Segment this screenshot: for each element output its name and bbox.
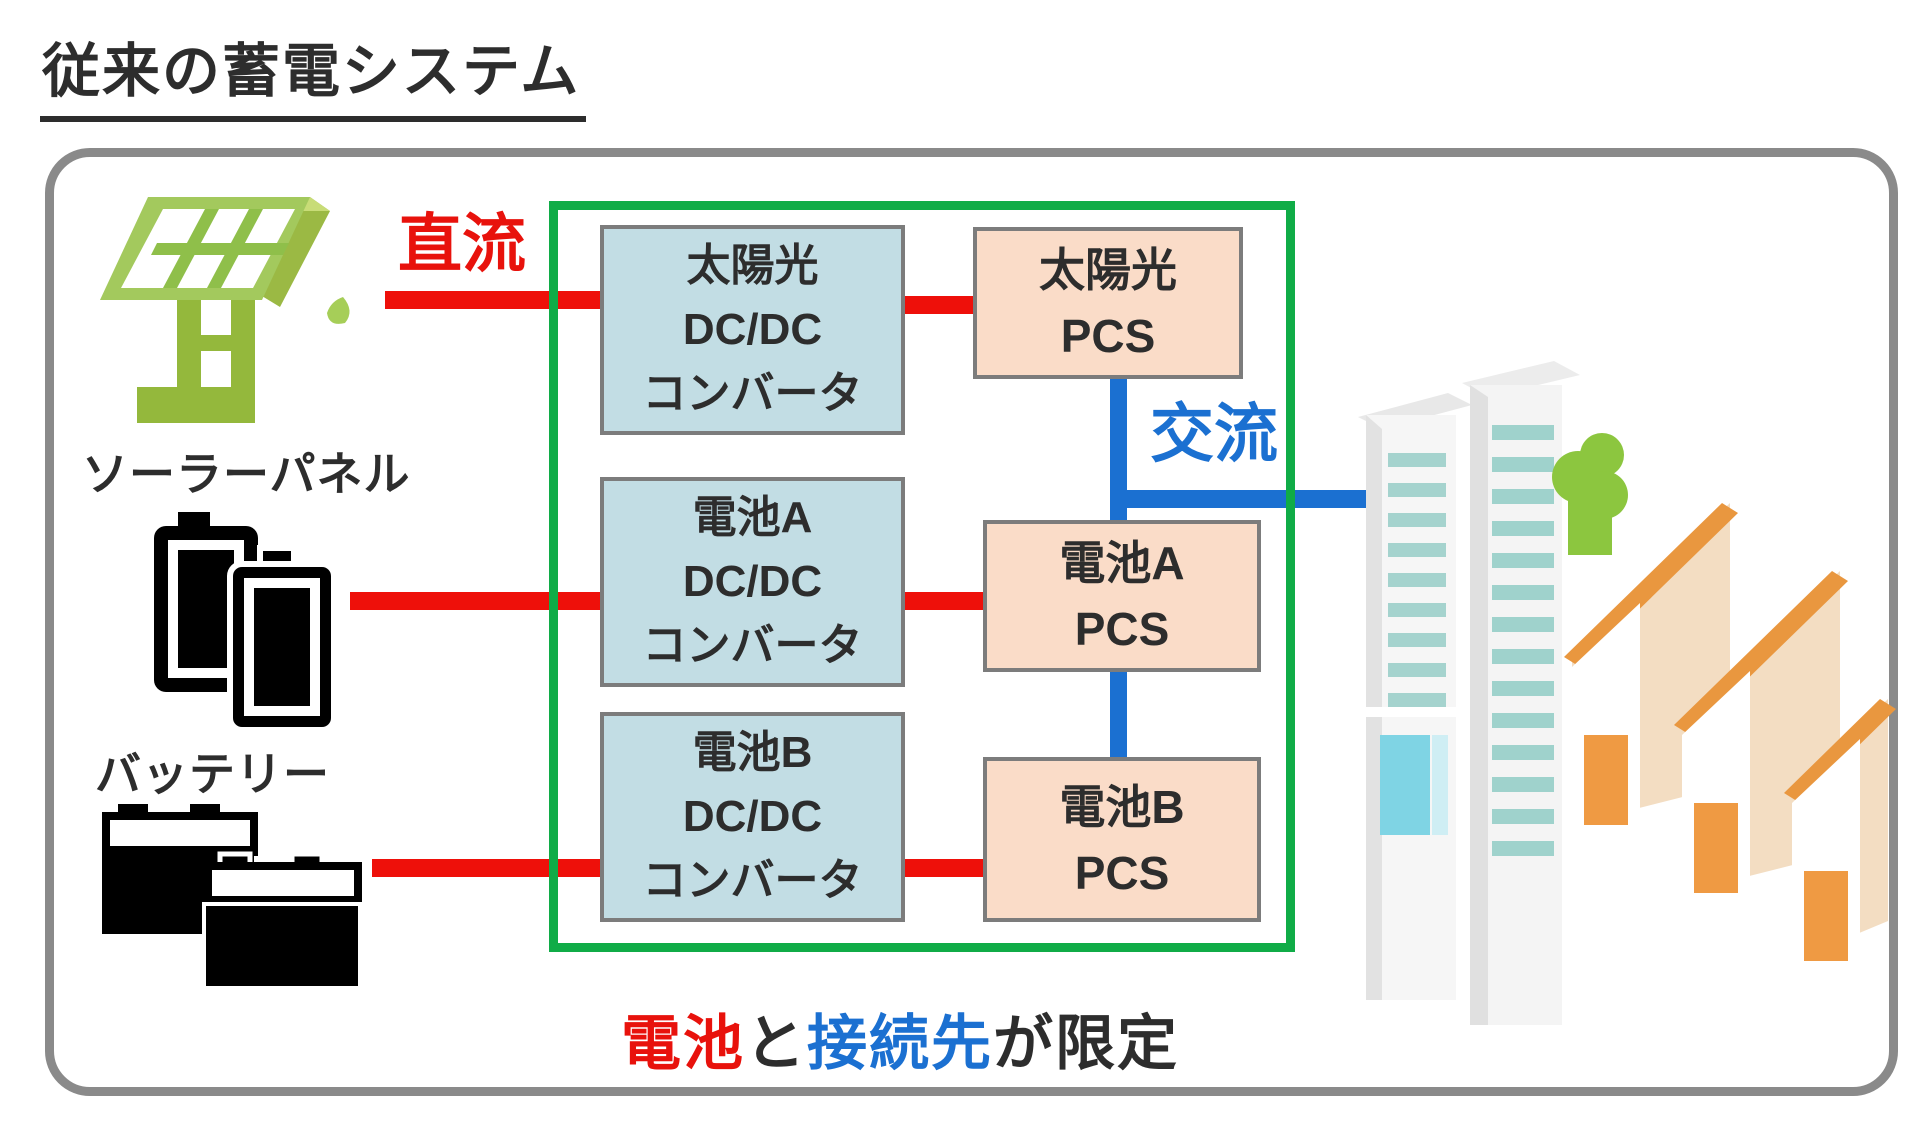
caption: 電池と接続先が限定 <box>560 995 1240 1082</box>
caption-connection-word: 接続先 <box>807 1010 993 1077</box>
dc-line-batteryA-left <box>350 592 603 610</box>
outer-frame <box>45 148 1898 1096</box>
converter-box-solar-line2: DC/DC <box>682 305 823 354</box>
caption-and-word: と <box>745 1010 807 1077</box>
green-enclosure <box>549 201 1295 952</box>
pcs-box-batteryA-line1: 電池A <box>1059 537 1185 589</box>
ac-line-vertical-bottom <box>1110 672 1127 758</box>
ac-flow-label: 交流 <box>1150 398 1278 470</box>
solar-panel-label: ソーラーパネル <box>82 448 411 500</box>
converter-box-batteryB: 電池B DC/DC コンバータ <box>600 712 905 922</box>
dc-flow-label: 直流 <box>398 208 526 280</box>
pcs-box-batteryB: 電池B PCS <box>983 757 1261 922</box>
solar-panel-icon <box>100 197 350 423</box>
converter-box-batteryA-line1: 電池A <box>692 493 813 542</box>
converter-box-batteryB-line3: コンバータ <box>642 856 863 905</box>
pcs-box-batteryB-line1: 電池B <box>1059 780 1185 833</box>
city-buildings-icon <box>1358 361 1896 1025</box>
dc-line-solar-left <box>385 291 603 309</box>
converter-box-batteryA-line3: コンバータ <box>642 621 863 670</box>
converter-box-batteryB-line1: 電池B <box>692 728 813 777</box>
car-battery-icon <box>102 804 362 990</box>
converter-box-batteryB-line2: DC/DC <box>682 792 823 841</box>
caption-battery-word: 電池 <box>621 1010 745 1077</box>
converter-box-batteryA-line2: DC/DC <box>682 557 823 606</box>
caption-limited-word: が限定 <box>993 1010 1179 1077</box>
dc-line-batteryA-right <box>903 592 985 610</box>
converter-box-solar: 太陽光 DC/DC コンバータ <box>600 225 905 435</box>
battery-cells-icon <box>154 512 337 733</box>
pcs-box-batteryB-line2: PCS <box>1074 846 1170 899</box>
pcs-box-batteryA: 電池A PCS <box>983 520 1261 672</box>
converter-box-solar-line1: 太陽光 <box>686 241 819 290</box>
battery-label: バッテリー <box>95 748 330 800</box>
page-title: 従来の蓄電システム <box>40 24 587 122</box>
pcs-box-batteryA-line2: PCS <box>1074 603 1170 655</box>
converter-box-batteryA: 電池A DC/DC コンバータ <box>600 477 905 687</box>
dc-line-batteryB-right <box>903 859 985 877</box>
dc-line-solar-right <box>903 296 975 314</box>
dc-line-batteryB-left <box>372 859 603 877</box>
converter-box-solar-line3: コンバータ <box>642 369 863 418</box>
pcs-box-solar: 太陽光 PCS <box>973 227 1243 379</box>
pcs-box-solar-line1: 太陽光 <box>1039 244 1177 296</box>
pcs-box-solar-line2: PCS <box>1060 310 1156 362</box>
ac-line-vertical-top <box>1110 379 1127 521</box>
ac-line-to-buildings <box>1110 490 1382 508</box>
